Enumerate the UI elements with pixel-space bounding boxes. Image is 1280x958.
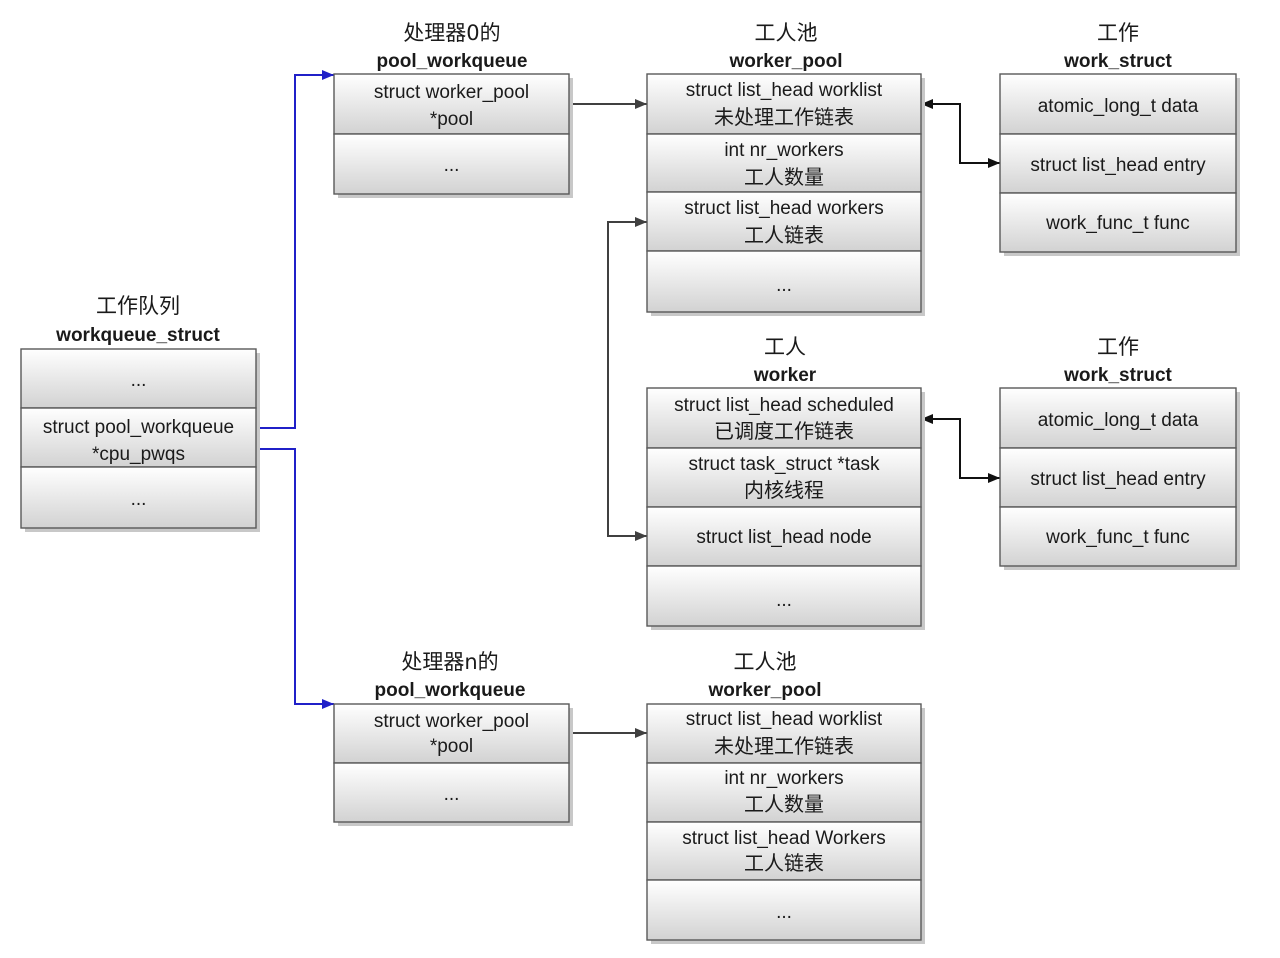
field-data: atomic_long_t data bbox=[1038, 96, 1199, 117]
field-pool-name: *pool bbox=[430, 109, 473, 130]
field-pool-name: *pool bbox=[430, 736, 473, 757]
box-title-en: workqueue_struct bbox=[55, 325, 220, 346]
box-title-en: worker_pool bbox=[729, 51, 843, 72]
field-workers: struct list_head workers bbox=[684, 198, 884, 219]
field-cpu-pwqs-type: struct pool_workqueue bbox=[43, 417, 234, 438]
pool-workqueue-0-box: 处理器0的 pool_workqueue struct worker_pool … bbox=[333, 21, 573, 198]
box-title-cn: 处理器0的 bbox=[403, 21, 500, 45]
field-row bbox=[333, 762, 570, 823]
worker-box: 工人 worker struct list_head scheduled 已调度… bbox=[646, 335, 925, 630]
field-row bbox=[999, 192, 1237, 253]
field-pool-type: struct worker_pool bbox=[374, 711, 529, 732]
field-nr-workers: int nr_workers bbox=[724, 768, 843, 789]
field-row bbox=[999, 73, 1237, 135]
box-title-cn: 工人 bbox=[764, 335, 806, 359]
scheduled-entry-link-arrow bbox=[921, 414, 1000, 483]
cpu-pwqs-to-pool-workqueue-0-arrow bbox=[256, 70, 334, 429]
box-title-en: work_struct bbox=[1063, 365, 1172, 386]
field-nr-workers-desc: 工人数量 bbox=[744, 165, 824, 189]
box-title-en: pool_workqueue bbox=[375, 680, 526, 701]
work-struct-2-box: 工作 work_struct atomic_long_t data struct… bbox=[999, 335, 1240, 570]
field-row bbox=[20, 466, 257, 529]
field-row bbox=[999, 133, 1237, 194]
field-row bbox=[999, 506, 1237, 567]
field-entry: struct list_head entry bbox=[1030, 155, 1206, 176]
worker-pool-n-box: 工人池 worker_pool struct list_head worklis… bbox=[646, 650, 925, 944]
field-row bbox=[999, 447, 1237, 508]
field-scheduled: struct list_head scheduled bbox=[674, 395, 894, 416]
field-task-desc: 内核线程 bbox=[744, 478, 824, 502]
box-title-cn: 工人池 bbox=[755, 21, 818, 45]
box-title-cn: 工作队列 bbox=[96, 294, 180, 318]
field-row bbox=[646, 133, 922, 193]
field-nr-workers: int nr_workers bbox=[724, 140, 843, 161]
field-data: atomic_long_t data bbox=[1038, 410, 1199, 431]
pool-workqueue-n-box: 处理器n的 pool_workqueue struct worker_pool … bbox=[333, 650, 573, 826]
work-struct-1-box: 工作 work_struct atomic_long_t data struct… bbox=[999, 21, 1240, 256]
field-row bbox=[646, 447, 922, 508]
field-ellipsis: ... bbox=[776, 590, 792, 611]
box-title-cn: 工作 bbox=[1097, 21, 1139, 45]
field-func: work_func_t func bbox=[1045, 527, 1190, 548]
field-row bbox=[999, 387, 1237, 449]
field-cpu-pwqs-name: *cpu_pwqs bbox=[92, 444, 185, 465]
field-worklist: struct list_head worklist bbox=[686, 709, 883, 730]
field-node: struct list_head node bbox=[696, 527, 871, 548]
box-title-en: work_struct bbox=[1063, 51, 1172, 72]
field-workers-desc: 工人链表 bbox=[744, 223, 824, 247]
field-workers-desc: 工人链表 bbox=[744, 851, 824, 875]
field-row bbox=[646, 387, 922, 449]
field-row bbox=[333, 73, 570, 135]
field-worklist: struct list_head worklist bbox=[686, 80, 883, 101]
field-ellipsis: ... bbox=[131, 489, 147, 510]
box-title-en: worker bbox=[753, 365, 817, 386]
box-title-cn: 处理器n的 bbox=[401, 650, 498, 674]
field-row bbox=[646, 821, 922, 881]
box-title-cn: 工人池 bbox=[734, 650, 797, 674]
field-row bbox=[646, 250, 922, 313]
field-pool-type: struct worker_pool bbox=[374, 82, 529, 103]
field-row bbox=[646, 565, 922, 627]
box-title-cn: 工作 bbox=[1097, 335, 1139, 359]
worker-pool-0-box: 工人池 worker_pool struct list_head worklis… bbox=[646, 21, 925, 316]
field-worklist-desc: 未处理工作链表 bbox=[714, 734, 854, 758]
field-ellipsis: ... bbox=[776, 275, 792, 296]
field-row bbox=[646, 879, 922, 941]
field-row bbox=[646, 191, 922, 252]
field-ellipsis: ... bbox=[444, 155, 460, 176]
field-func: work_func_t func bbox=[1045, 213, 1190, 234]
field-row bbox=[646, 762, 922, 823]
field-row bbox=[646, 506, 922, 567]
worklist-entry-link-arrow bbox=[921, 99, 1000, 168]
field-scheduled-desc: 已调度工作链表 bbox=[714, 419, 854, 443]
field-ellipsis: ... bbox=[776, 902, 792, 923]
field-ellipsis: ... bbox=[131, 370, 147, 391]
field-task: struct task_struct *task bbox=[688, 454, 880, 475]
box-title-en: worker_pool bbox=[708, 680, 822, 701]
field-row bbox=[646, 73, 922, 135]
workqueue-struct-box: 工作队列 workqueue_struct ... struct pool_wo… bbox=[20, 294, 260, 532]
field-row bbox=[20, 348, 257, 409]
cpu-pwqs-to-pool-workqueue-n-arrow bbox=[256, 448, 334, 709]
field-nr-workers-desc: 工人数量 bbox=[744, 792, 824, 816]
field-row bbox=[646, 703, 922, 764]
workers-node-link-arrow bbox=[607, 217, 647, 541]
field-worklist-desc: 未处理工作链表 bbox=[714, 105, 854, 129]
field-entry: struct list_head entry bbox=[1030, 469, 1206, 490]
box-title-en: pool_workqueue bbox=[377, 51, 528, 72]
field-ellipsis: ... bbox=[444, 784, 460, 805]
field-row bbox=[333, 133, 570, 195]
field-workers: struct list_head Workers bbox=[682, 828, 885, 849]
